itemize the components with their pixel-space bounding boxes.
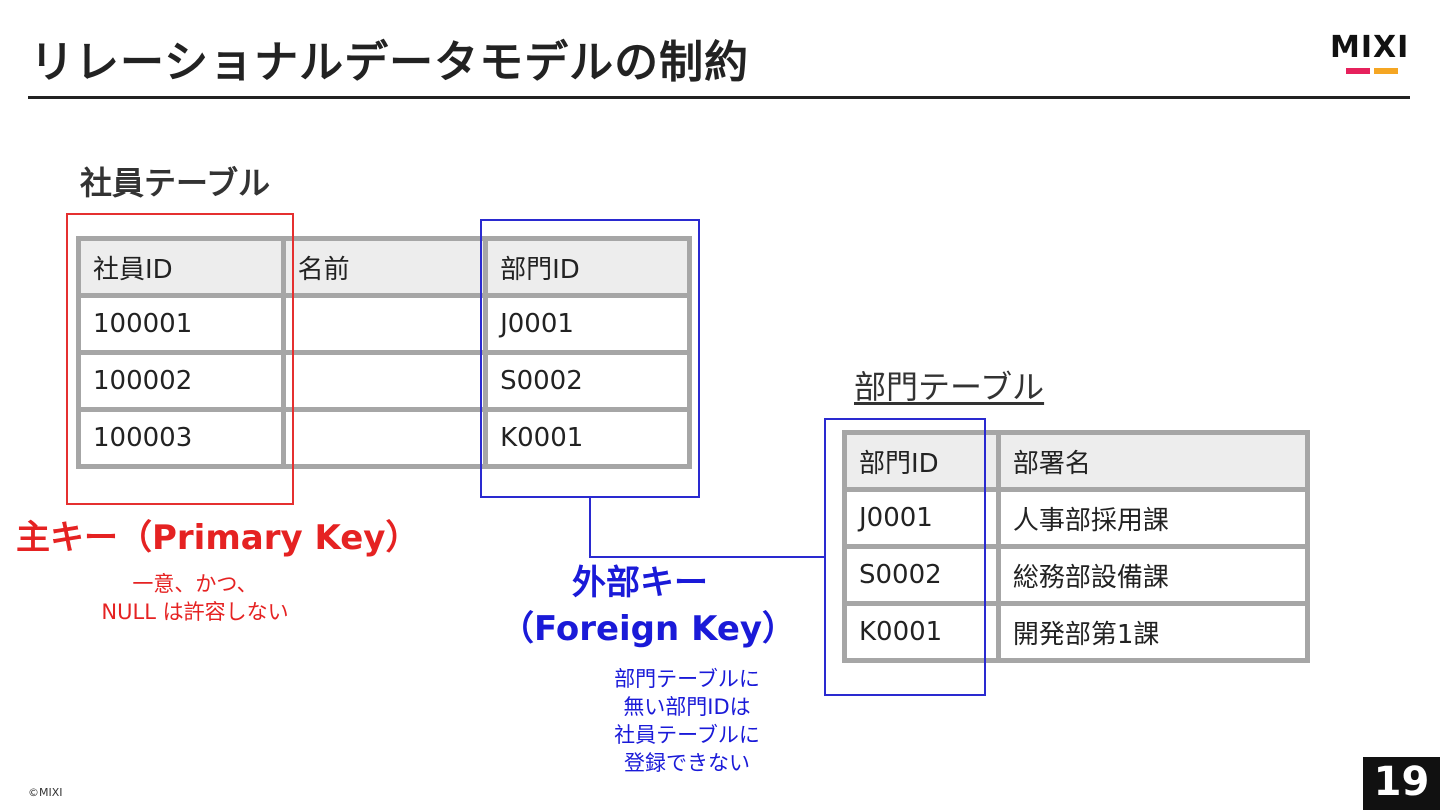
table-row: K0001 開発部第1課 xyxy=(842,601,1311,663)
table-cell: 100003 xyxy=(76,407,286,469)
note-line: 社員テーブルに xyxy=(614,723,760,747)
table-header-row: 部門ID 部署名 xyxy=(842,430,1311,492)
referenced-key-highlight xyxy=(824,418,986,696)
table-row: 100003 K0001 xyxy=(76,407,692,469)
table-row: 100002 S0002 xyxy=(76,350,692,412)
table-cell: 総務部設備課 xyxy=(995,544,1311,606)
column-header: 部門ID xyxy=(842,430,1001,492)
foreign-key-note: 部門テーブルに 無い部門IDは 社員テーブルに 登録できない xyxy=(582,665,792,777)
table-cell: S0002 xyxy=(483,350,692,412)
page-number: 19 xyxy=(1373,759,1430,805)
department-table-heading: 部門テーブル xyxy=(854,368,1045,406)
table-cell: J0001 xyxy=(842,487,1001,549)
primary-key-note: 一意、かつ、 NULL は許容しない xyxy=(60,570,330,626)
mixi-logo: MIXI xyxy=(1330,30,1412,76)
logo-bar-orange xyxy=(1374,68,1398,74)
foreign-key-highlight xyxy=(480,219,700,498)
department-table: 部門ID 部署名 J0001 人事部採用課 S0002 総務部設備課 K0001… xyxy=(842,430,1311,663)
note-line: 一意、かつ、 xyxy=(132,572,258,596)
table-cell: 100002 xyxy=(76,350,286,412)
employee-table: 社員ID 名前 部門ID 100001 J0001 100002 S0002 1… xyxy=(76,236,692,469)
column-header: 部署名 xyxy=(995,430,1311,492)
primary-key-label: 主キー（Primary Key） xyxy=(16,518,420,558)
table-row: 100001 J0001 xyxy=(76,293,692,355)
table-cell: 開発部第1課 xyxy=(995,601,1311,663)
table-cell: 100001 xyxy=(76,293,286,355)
primary-key-highlight xyxy=(66,213,294,505)
table-cell: K0001 xyxy=(483,407,692,469)
column-header: 部門ID xyxy=(483,236,692,298)
table-cell xyxy=(280,350,489,412)
foreign-key-label-line: 外部キー xyxy=(572,563,708,603)
table-row: S0002 総務部設備課 xyxy=(842,544,1311,606)
column-header: 名前 xyxy=(280,236,489,298)
logo-bar-magenta xyxy=(1346,68,1370,74)
page-number-badge: 19 xyxy=(1363,757,1440,810)
table-cell: K0001 xyxy=(842,601,1001,663)
slide-title: リレーショナルデータモデルの制約 xyxy=(30,37,750,88)
employee-table-heading: 社員テーブル xyxy=(80,164,271,202)
table-header-row: 社員ID 名前 部門ID xyxy=(76,236,692,298)
table-cell: J0001 xyxy=(483,293,692,355)
table-cell xyxy=(280,407,489,469)
title-divider xyxy=(28,96,1410,99)
copyright-text: ©MIXI xyxy=(28,786,63,799)
note-line: 登録できない xyxy=(624,751,750,775)
note-line: 部門テーブルに xyxy=(614,667,760,691)
table-row: J0001 人事部採用課 xyxy=(842,487,1311,549)
logo-wordmark: MIXI xyxy=(1330,30,1410,65)
table-cell xyxy=(280,293,489,355)
foreign-key-label-line: （Foreign Key） xyxy=(500,609,797,649)
foreign-key-label: 外部キー （Foreign Key） xyxy=(500,560,797,652)
note-line: 無い部門IDは xyxy=(623,695,751,719)
note-line: NULL は許容しない xyxy=(101,600,289,624)
table-cell: 人事部採用課 xyxy=(995,487,1311,549)
connector-line xyxy=(589,498,824,558)
table-cell: S0002 xyxy=(842,544,1001,606)
column-header: 社員ID xyxy=(76,236,286,298)
